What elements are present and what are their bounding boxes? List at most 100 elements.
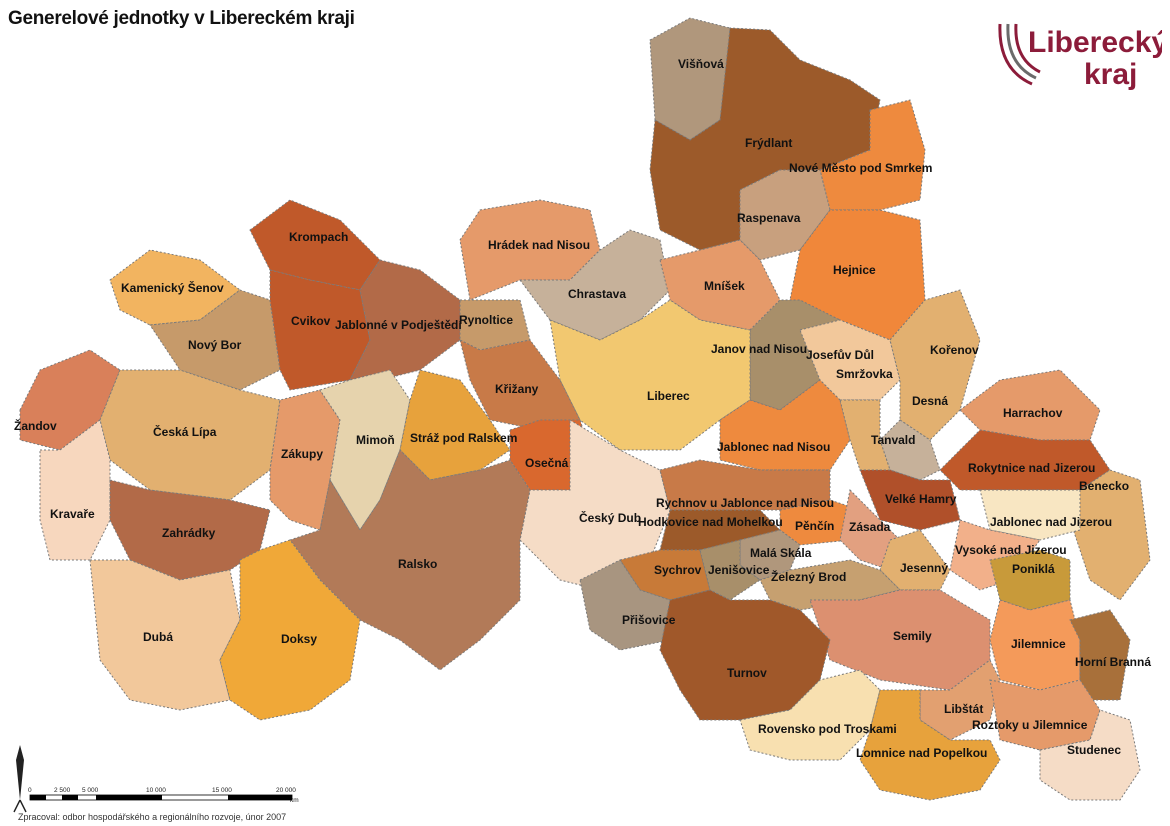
region-kravare[interactable] [39, 419, 111, 561]
region-label: Višňová [678, 57, 724, 71]
region-label: Krompach [289, 230, 348, 244]
region-label: Smržovka [836, 367, 893, 381]
region-lomnice[interactable] [859, 689, 1001, 801]
region-label: Sychrov [654, 563, 702, 577]
region-turnov[interactable] [659, 589, 831, 721]
scale-tick-label: 15 000 [212, 787, 232, 794]
region-label: Žandov [14, 418, 57, 433]
region-benecko[interactable] [1069, 469, 1151, 601]
region-jablonec-nisou[interactable] [719, 379, 851, 471]
region-rovensko[interactable] [739, 669, 881, 761]
region-sychrov[interactable] [619, 549, 711, 601]
region-label: Hejnice [833, 263, 876, 277]
scale-tick-label: 5 000 [82, 787, 99, 794]
region-label: Chrastava [568, 287, 626, 301]
region-label: Poniklá [1012, 562, 1055, 576]
region-zahradky[interactable] [109, 479, 271, 581]
region-label: Malá Skála [750, 546, 812, 560]
region-label: Raspenava [737, 211, 801, 225]
region-label: Lomnice nad Popelkou [856, 746, 987, 760]
scale-tick-label: 20 000 [276, 787, 296, 794]
region-label: Osečná [525, 456, 569, 470]
region-ralsko[interactable] [289, 449, 531, 671]
region-label: Desná [912, 394, 948, 408]
region-label: Studenec [1067, 743, 1121, 757]
region-label: Nový Bor [188, 338, 242, 352]
region-label: Jenišovice [708, 563, 770, 577]
region-label: Zákupy [281, 447, 323, 461]
region-polygons [19, 17, 1151, 801]
region-label: Horní Branná [1075, 655, 1151, 669]
region-label: Zahrádky [162, 526, 216, 540]
region-label: Mníšek [704, 279, 745, 293]
region-rokytnice[interactable] [939, 429, 1111, 491]
region-kamenicky[interactable] [109, 249, 241, 326]
region-label: Česká Lípa [153, 424, 217, 439]
region-label: Dubá [143, 630, 173, 644]
region-label: Křižany [495, 382, 539, 396]
region-label: Jablonec nad Jizerou [990, 515, 1112, 529]
region-label: Cvikov [291, 314, 331, 328]
region-label: Nové Město pod Smrkem [789, 161, 932, 175]
region-label: Kravaře [50, 507, 95, 521]
logo-line1: Liberecký [1028, 26, 1162, 59]
region-label: Mimoň [356, 433, 395, 447]
region-label: Libštát [944, 702, 983, 716]
region-jilemnice[interactable] [989, 599, 1081, 691]
region-label: Kamenický Šenov [121, 280, 224, 295]
region-ponikla[interactable] [989, 549, 1071, 611]
region-label: Železný Brod [771, 569, 846, 584]
region-velke-hamry[interactable] [859, 469, 961, 531]
north-arrow-icon [13, 745, 27, 813]
scale-tick-label: 10 000 [146, 787, 166, 794]
region-label: Semily [893, 629, 932, 643]
region-label: Přišovice [622, 613, 676, 627]
region-horni-branna[interactable] [1069, 609, 1131, 701]
region-label: Turnov [727, 666, 767, 680]
scale-unit: km [290, 797, 299, 804]
region-label: Rovensko pod Troskami [758, 722, 897, 736]
region-doksy[interactable] [219, 539, 361, 721]
region-label: Hodkovice nad Mohelkou [638, 515, 783, 529]
region-label: Rychnov u Jablonce nad Nisou [656, 496, 834, 510]
region-label: Jablonec nad Nisou [717, 440, 830, 454]
region-roztoky[interactable] [989, 679, 1101, 751]
region-zasada[interactable] [839, 488, 901, 571]
region-label: Rokytnice nad Jizerou [968, 461, 1095, 475]
region-label: Josefův Důl [806, 348, 874, 362]
region-label: Hrádek nad Nisou [488, 238, 590, 252]
region-label: Benecko [1079, 479, 1129, 493]
region-liberec[interactable] [549, 299, 751, 451]
scale-tick-label: 0 [28, 787, 32, 794]
region-label: Jablonné v Podještědí [335, 318, 462, 332]
region-label: Roztoky u Jilemnice [972, 718, 1088, 732]
region-studenec[interactable] [1039, 709, 1141, 801]
region-label: Velké Hamry [885, 492, 957, 506]
scale-bar: 0 2 500 5 000 10 000 15 000 20 000 km [28, 787, 299, 804]
region-krompach[interactable] [249, 199, 381, 291]
region-mimon[interactable] [319, 369, 411, 531]
region-label: Janov nad Nisou [711, 342, 807, 356]
region-straz[interactable] [399, 369, 511, 481]
map-title: Generelové jednotky v Libereckém kraji [8, 8, 355, 29]
region-harrachov[interactable] [959, 369, 1101, 441]
region-labels: Višňová Frýdlant Nové Město pod Smrkem R… [14, 57, 1151, 760]
region-mnisek[interactable] [659, 239, 781, 331]
scale-tick-label: 2 500 [54, 787, 71, 794]
region-label: Tanvald [871, 433, 915, 447]
liberecky-kraj-logo: Liberecký kraj [998, 23, 1162, 91]
region-cvikov[interactable] [269, 269, 371, 391]
region-label: Ralsko [398, 557, 437, 571]
region-label: Jilemnice [1011, 637, 1066, 651]
region-label: Frýdlant [745, 136, 792, 150]
region-label: Český Dub [579, 510, 641, 525]
region-tanvald[interactable] [839, 399, 891, 471]
logo-line2: kraj [1084, 58, 1137, 91]
region-label: Zásada [849, 520, 891, 534]
region-libstat[interactable] [919, 659, 1001, 741]
region-jablonne[interactable] [349, 259, 461, 381]
region-label: Kořenov [930, 343, 979, 357]
region-label: Stráž pod Ralskem [410, 431, 517, 445]
region-label: Jesenný [900, 561, 948, 575]
